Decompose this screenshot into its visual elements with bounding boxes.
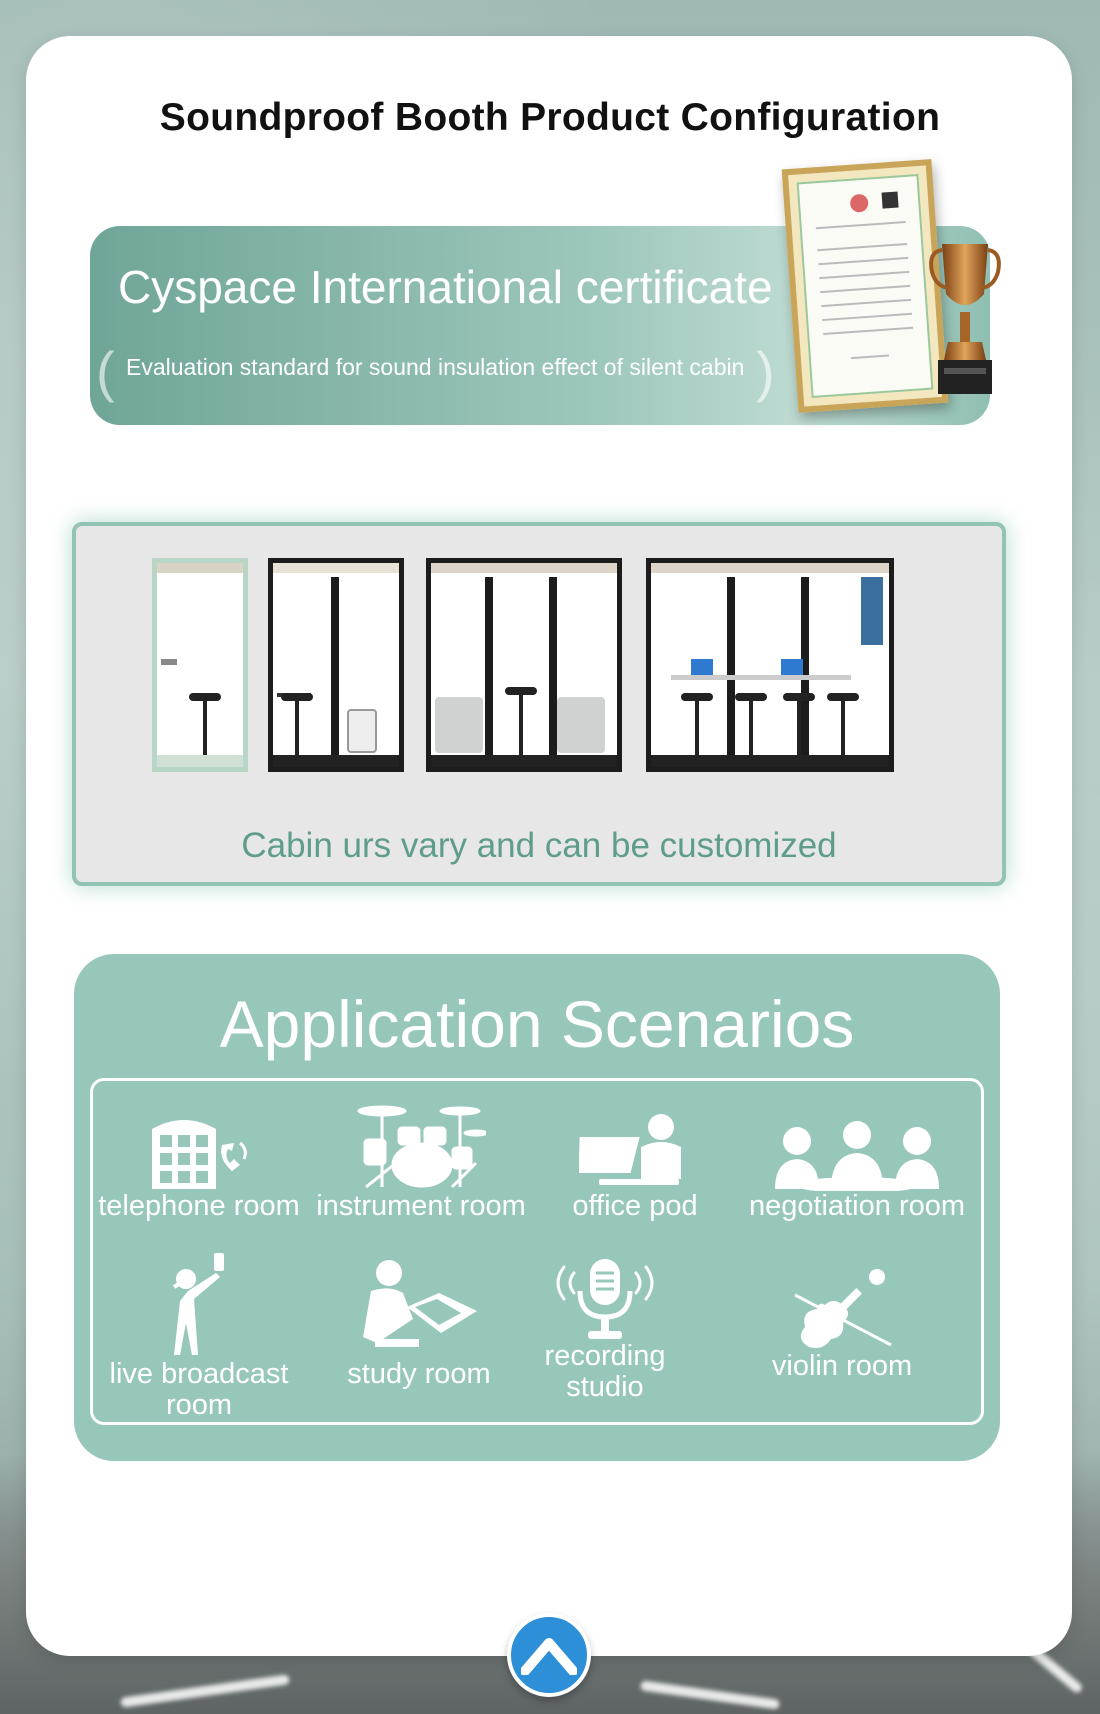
scenario-label-line: live broadcast [109,1358,289,1390]
scenario-office-pod: office pod [545,1113,725,1222]
drum-kit-icon [357,1105,486,1189]
scenario-label: study room [347,1358,491,1390]
six-person-cabin-image [646,558,894,772]
computer-user-icon [579,1114,681,1185]
reading-person-icon [363,1260,477,1347]
scenario-label: telephone room [98,1190,300,1222]
scenario-label: instrument room [316,1190,526,1222]
violin-icon [794,1269,892,1348]
trophy-icon [929,244,1001,394]
scenarios-grid: telephone room inst [90,1078,984,1425]
certificate-frame-image [781,159,949,413]
scenario-label-line: recording [544,1340,666,1372]
two-person-cabin-image [268,558,404,772]
cabins-caption: Cabin urs vary and can be customized [241,826,837,865]
microphone-icon [556,1259,654,1339]
single-cabin-image [152,558,248,772]
certificate-title: Cyspace International certificate [118,261,773,313]
scenario-telephone-room: telephone room [95,1109,303,1222]
chevron-up-icon [521,1638,577,1675]
scenario-label: violin room [771,1350,913,1382]
scenario-label: negotiation room [748,1190,966,1222]
scenario-label-line: studio [566,1371,644,1403]
meeting-people-icon [775,1121,939,1191]
scenario-violin-room: violin room [733,1265,951,1382]
certificate-subtitle: Evaluation standard for sound insulation… [126,354,745,380]
page-title: Soundproof Booth Product Configuration [159,96,941,139]
left-bracket-icon: ( [96,340,115,403]
telephone-booth-icon [152,1120,247,1189]
scenario-live-broadcast-room: live broadcast room [99,1251,299,1421]
scenario-instrument-room: instrument room [311,1103,531,1222]
scroll-to-top-button[interactable] [507,1613,591,1697]
scenario-recording-studio: recording studio [497,1257,713,1403]
scenario-label-line: room [165,1389,233,1421]
right-bracket-icon: ) [756,340,775,403]
four-person-cabin-image [426,558,622,772]
scenario-label: office pod [572,1190,698,1222]
applications-title: Application Scenarios [219,987,855,1061]
scenario-negotiation-room: negotiation room [733,1119,981,1222]
application-scenarios-panel: Application Scenarios telephone room [74,954,1000,1461]
cabin-models-panel: Cabin urs vary and can be customized [72,522,1006,886]
singer-phone-icon [172,1253,224,1355]
scenario-study-room: study room [319,1259,519,1390]
